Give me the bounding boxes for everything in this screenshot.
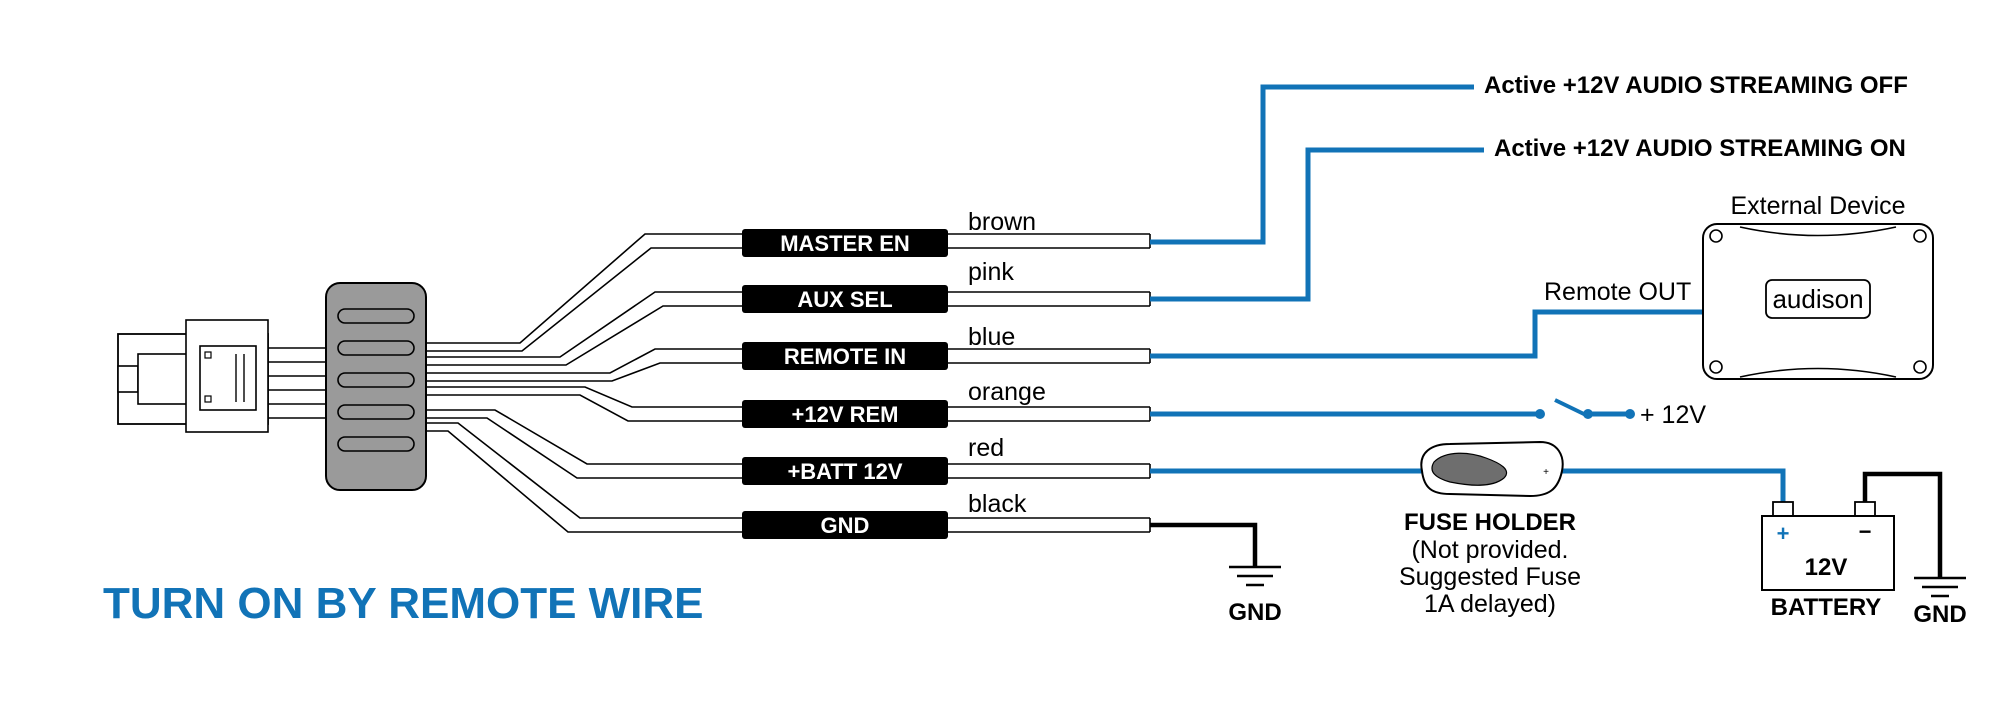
wire-tag-remote-in: REMOTE IN [742, 342, 948, 370]
fuse-note-3: 1A delayed) [1424, 590, 1556, 618]
connector-plug [117, 319, 328, 433]
device-brand-badge [1765, 279, 1871, 319]
harness-gnd-line [1150, 522, 1258, 567]
remote-line [1150, 309, 1703, 359]
wire-color-pink: pink [968, 258, 1014, 286]
remote-out-label: Remote OUT [1544, 278, 1691, 306]
battery-gnd-line [1862, 471, 1943, 578]
wire-tag-master-en: MASTER EN [742, 229, 948, 257]
gnd-label-battery: GND [1913, 601, 1966, 628]
batt-line-to-battery [1560, 468, 1786, 510]
fuse-title: FUSE HOLDER [1404, 509, 1576, 536]
ground-symbol-harness: GND [1228, 565, 1282, 626]
gnd-label-harness: GND [1228, 599, 1281, 626]
svg-text:+BATT 12V: +BATT 12V [787, 459, 902, 484]
wire-tag-12v-rem: +12V REM [742, 400, 948, 428]
fuse-holder: + [1420, 440, 1564, 498]
battery: + − 12V BATTERY [1761, 501, 1895, 621]
svg-text:MASTER EN: MASTER EN [780, 231, 910, 256]
svg-text:GND: GND [821, 513, 870, 538]
wire-color-brown: brown [968, 208, 1036, 236]
wire-tag-gnd: GND [742, 511, 948, 539]
ground-symbol-battery: GND [1913, 576, 1967, 628]
wire-color-blue: blue [968, 323, 1015, 351]
battery-label: BATTERY [1771, 594, 1882, 621]
wire-color-orange: orange [968, 378, 1046, 406]
svg-text:External Device: External Device [1730, 192, 1905, 220]
svg-text:+: + [1543, 467, 1549, 478]
svg-text:REMOTE IN: REMOTE IN [784, 344, 906, 369]
battery-plus: + [1777, 521, 1790, 546]
battery-voltage: 12V [1805, 554, 1848, 581]
fuse-note-2: Suggested Fuse [1399, 563, 1581, 591]
diagram-title: TURN ON BY REMOTE WIRE [103, 579, 704, 628]
output-line-streaming-off [1150, 84, 1474, 245]
svg-text:+12V REM: +12V REM [792, 402, 899, 427]
wire-tag-aux-sel: AUX SEL [742, 285, 948, 313]
wire-color-black: black [968, 490, 1027, 518]
external-device: External Device audison [1702, 192, 1934, 380]
output-label-streaming-off: Active +12V AUDIO STREAMING OFF [1484, 72, 1908, 99]
device-brand-logo: audison [1772, 284, 1863, 314]
switch: + 12V [1150, 398, 1706, 429]
battery-minus: − [1859, 519, 1872, 544]
wire-color-red: red [968, 434, 1004, 462]
wire-tag-batt-12v: +BATT 12V [742, 457, 948, 485]
fuse-note-1: (Not provided. [1411, 536, 1568, 564]
svg-text:AUX SEL: AUX SEL [797, 287, 892, 312]
output-line-streaming-on [1150, 147, 1484, 302]
connector-housing [325, 282, 427, 491]
switch-12v-label: + 12V [1640, 401, 1706, 429]
output-label-streaming-on: Active +12V AUDIO STREAMING ON [1494, 135, 1906, 162]
